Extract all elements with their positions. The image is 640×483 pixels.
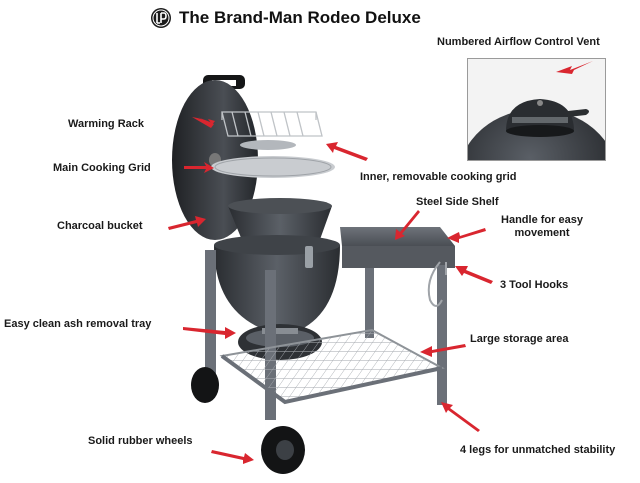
kettle-body [214, 235, 340, 330]
steel-side-shelf-label: Steel Side Shelf [416, 196, 499, 209]
charcoal-bucket-label: Charcoal bucket [57, 220, 143, 233]
wheels-label: Solid rubber wheels [88, 435, 193, 448]
warming-rack-label: Warming Rack [68, 118, 144, 131]
inner-grid-label: Inner, removable cooking grid [360, 171, 516, 184]
storage-area-label: Large storage area [470, 333, 568, 346]
legs-label: 4 legs for unmatched stability [460, 444, 615, 457]
ash-tray-label: Easy clean ash removal tray [4, 318, 151, 331]
handle-label-line2: movement [493, 227, 591, 240]
vent-label: Numbered Airflow Control Vent [437, 36, 600, 49]
handle-label-line1: Handle for easy [493, 214, 591, 227]
handle-label: Handle for easy movement [493, 214, 591, 240]
tool-hooks-label: 3 Tool Hooks [500, 279, 568, 292]
main-cooking-grid-label: Main Cooking Grid [53, 162, 151, 175]
